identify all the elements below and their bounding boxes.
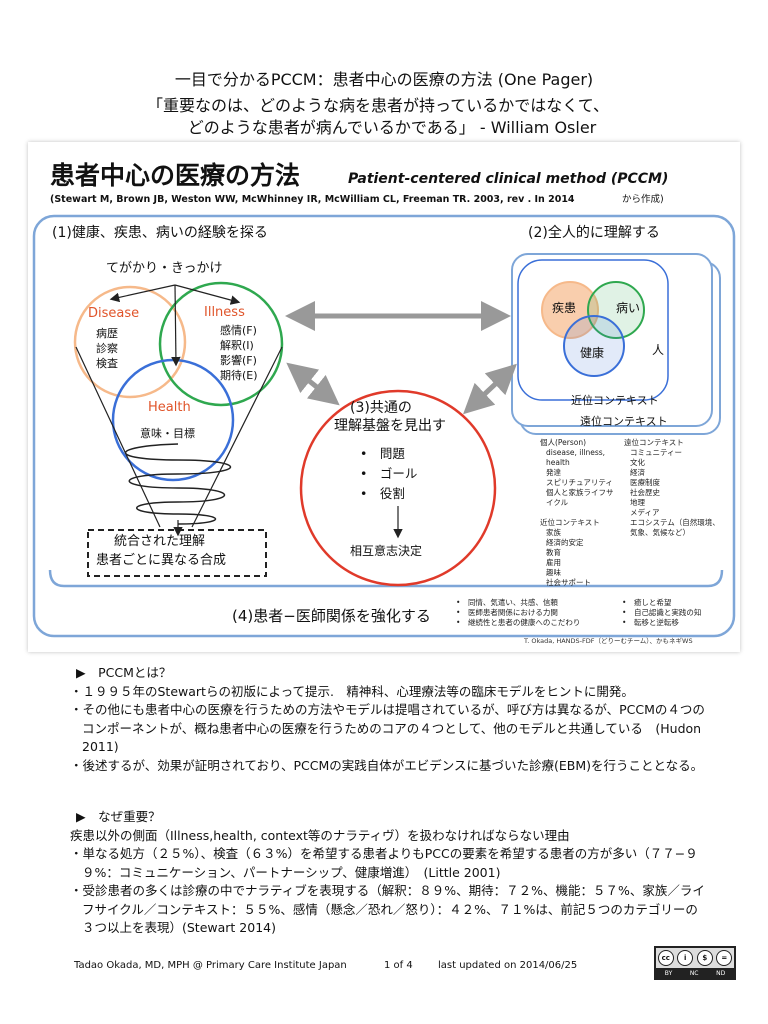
health-items: 意味・目標 xyxy=(140,427,195,440)
integrated-line-2: 患者ごとに異なる合成 xyxy=(96,553,227,568)
cc-license-badge: cc i $ = BY NC ND xyxy=(654,946,736,980)
c3-items: • 問題 • ゴール • 役割 xyxy=(360,446,418,501)
quote-line-2: どのような患者が病んでいるかである」 - William Osler xyxy=(187,118,597,137)
list-item: ・受診患者の多くは診療の中でナラティブを表現する（解釈：８９%、期待：７２%、機… xyxy=(70,883,705,935)
figure-title-en: Patient-centered clinical method (PCCM) xyxy=(348,171,669,187)
page-title: 一目で分かるPCCM：患者中心の医療の方法 (One Pager) xyxy=(174,70,594,89)
c2-illness: 病い xyxy=(616,301,641,315)
equals-icon: = xyxy=(716,950,733,966)
health-label: Health xyxy=(148,400,191,415)
footer-author: Tadao Okada, MD, MPH @ Primary Care Inst… xyxy=(74,960,347,971)
c3-decision: 相互意志決定 xyxy=(350,544,423,558)
pccm-figure: 患者中心の医療の方法 Patient-centered clinical met… xyxy=(28,142,740,652)
section-intro: 疾患以外の側面（Illness,health, context等のナラティヴ）を… xyxy=(70,827,570,843)
proximal-context-label: 近位コンテキスト xyxy=(571,394,659,407)
section-heading: ▶ なぜ重要？ xyxy=(76,809,161,824)
list-item: ・単なる処方（２５%）、検査（６３%）を希望する患者よりもPCCの要素を希望する… xyxy=(70,846,698,880)
list-item: ・その他にも患者中心の医療を行うための方法やモデルは提唱されているが、呼び方は異… xyxy=(70,702,705,754)
illness-label: Illness xyxy=(204,305,245,320)
distal-column: 遠位コンテキスト コミュニティー 文化 経済 医療制度 社会歴史 地理 メディア… xyxy=(624,438,720,537)
integrated-line-1: 統合された理解 xyxy=(114,534,206,549)
outer-frame xyxy=(32,214,736,638)
cc-icon: cc xyxy=(657,950,674,966)
disease-circle xyxy=(73,285,187,399)
c2-disease: 疾患 xyxy=(552,301,577,315)
person-column: 個人(Person) disease, illness, health 発達 ス… xyxy=(540,438,614,507)
c2-disease-circle xyxy=(541,281,599,339)
c2-health: 健康 xyxy=(580,346,605,360)
c2-heading: (2)全人的に理解する xyxy=(528,225,660,241)
figure-title-jp: 患者中心の医療の方法 xyxy=(50,161,301,190)
integrated-box xyxy=(87,529,267,577)
c4-items-right: • 癒しと希望 • 自己認識と実践の知 • 転移と逆転移 xyxy=(622,598,702,627)
c3-heading-1: (3)共通の xyxy=(350,400,412,416)
illness-items: 感情(F) 解釈(I) 影響(F) 期待(E) xyxy=(220,324,258,382)
illness-circle xyxy=(158,281,284,407)
quote-line-1: 「重要なのは、どのような病を患者が持っているかではなくて、 xyxy=(147,96,609,115)
footer-page: 1 of 4 xyxy=(384,960,413,971)
c2-health-circle xyxy=(563,315,625,377)
proximal-column: 近位コンテキスト 家族 経済的安定 教育 雇用 趣味 社会サポート xyxy=(540,518,600,587)
arrow-3-2 xyxy=(463,363,517,415)
c4-items-left: • 同情、気遣い、共感、信頼 • 医師患者関係における力関 • 継続性と患者の健… xyxy=(456,598,581,627)
common-ground-circle xyxy=(299,389,497,587)
pccm-diagram xyxy=(32,214,736,638)
c2-person: 人 xyxy=(652,343,665,357)
section-what-is-pccm: ▶ PCCMとは？ ・１９９５年のStewartらの初版によって提示. 精神科、… xyxy=(70,664,710,775)
figure-citation: (Stewart M, Brown JB, Weston WW, McWhinn… xyxy=(50,194,575,205)
distal-context-label: 遠位コンテキスト xyxy=(580,415,668,428)
c3-heading-2: 理解基盤を見出す xyxy=(334,418,446,434)
figure-credit: T. Okada, HANDS-FDF（どりーむチーム）、かもネギWS xyxy=(524,637,693,645)
person-icon: i xyxy=(677,950,694,966)
arrow-1-3 xyxy=(286,362,340,406)
footer-updated: last updated on 2014/06/25 xyxy=(438,960,578,971)
disease-items: 病歴 診察 検査 xyxy=(96,327,118,370)
c2-illness-circle xyxy=(587,281,645,339)
list-item: ・後述するが、効果が証明されており、PCCMの実践自体がエビデンスに基づいた診療… xyxy=(70,757,704,773)
section-heading: ▶ PCCMとは？ xyxy=(76,665,172,680)
disease-label: Disease xyxy=(88,306,140,321)
bracket xyxy=(48,569,724,588)
c1-cue: てがかり・きっかけ xyxy=(106,261,223,276)
no-money-icon: $ xyxy=(696,950,713,966)
section-why-important: ▶ なぜ重要？ 疾患以外の側面（Illness,health, context等… xyxy=(70,808,710,938)
c1-heading: (1)健康、疾患、病いの経験を探る xyxy=(52,225,268,241)
list-item: ・１９９５年のStewartらの初版によって提示. 精神科、心理療法等の臨床モデ… xyxy=(70,683,634,699)
spiral xyxy=(125,443,231,525)
c4-heading: (4)患者−医師関係を強化する xyxy=(232,607,431,625)
figure-citation-suffix: から作成) xyxy=(622,194,664,205)
